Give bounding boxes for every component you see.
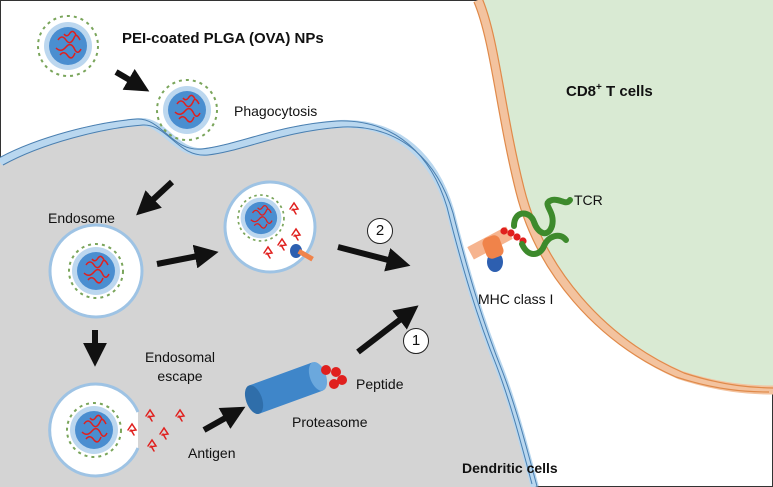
arrow-np-to-phagocytosis: [114, 68, 150, 92]
dendritic-cell: [0, 118, 539, 487]
mhc-class-i: [467, 226, 527, 272]
arrows: [83, 68, 419, 433]
peptide: [321, 365, 347, 389]
endosome: [48, 223, 144, 319]
arrow-phagocytosis-to-endosome: [136, 179, 175, 216]
t-cell: [473, 0, 773, 395]
arrow-antigen-to-proteasome: [202, 406, 246, 433]
nanoparticle-phagocytosis: [156, 79, 218, 141]
endosome-with-mhc: [223, 180, 317, 274]
arrow-peptide-to-mhc: [356, 305, 419, 355]
arrow-endosome-to-endosome2: [156, 244, 219, 269]
tcr: [511, 196, 573, 257]
nanoparticle: [37, 15, 99, 77]
arrow-endosome2-to-mhc: [337, 244, 411, 272]
endosome-escape: [48, 382, 140, 478]
